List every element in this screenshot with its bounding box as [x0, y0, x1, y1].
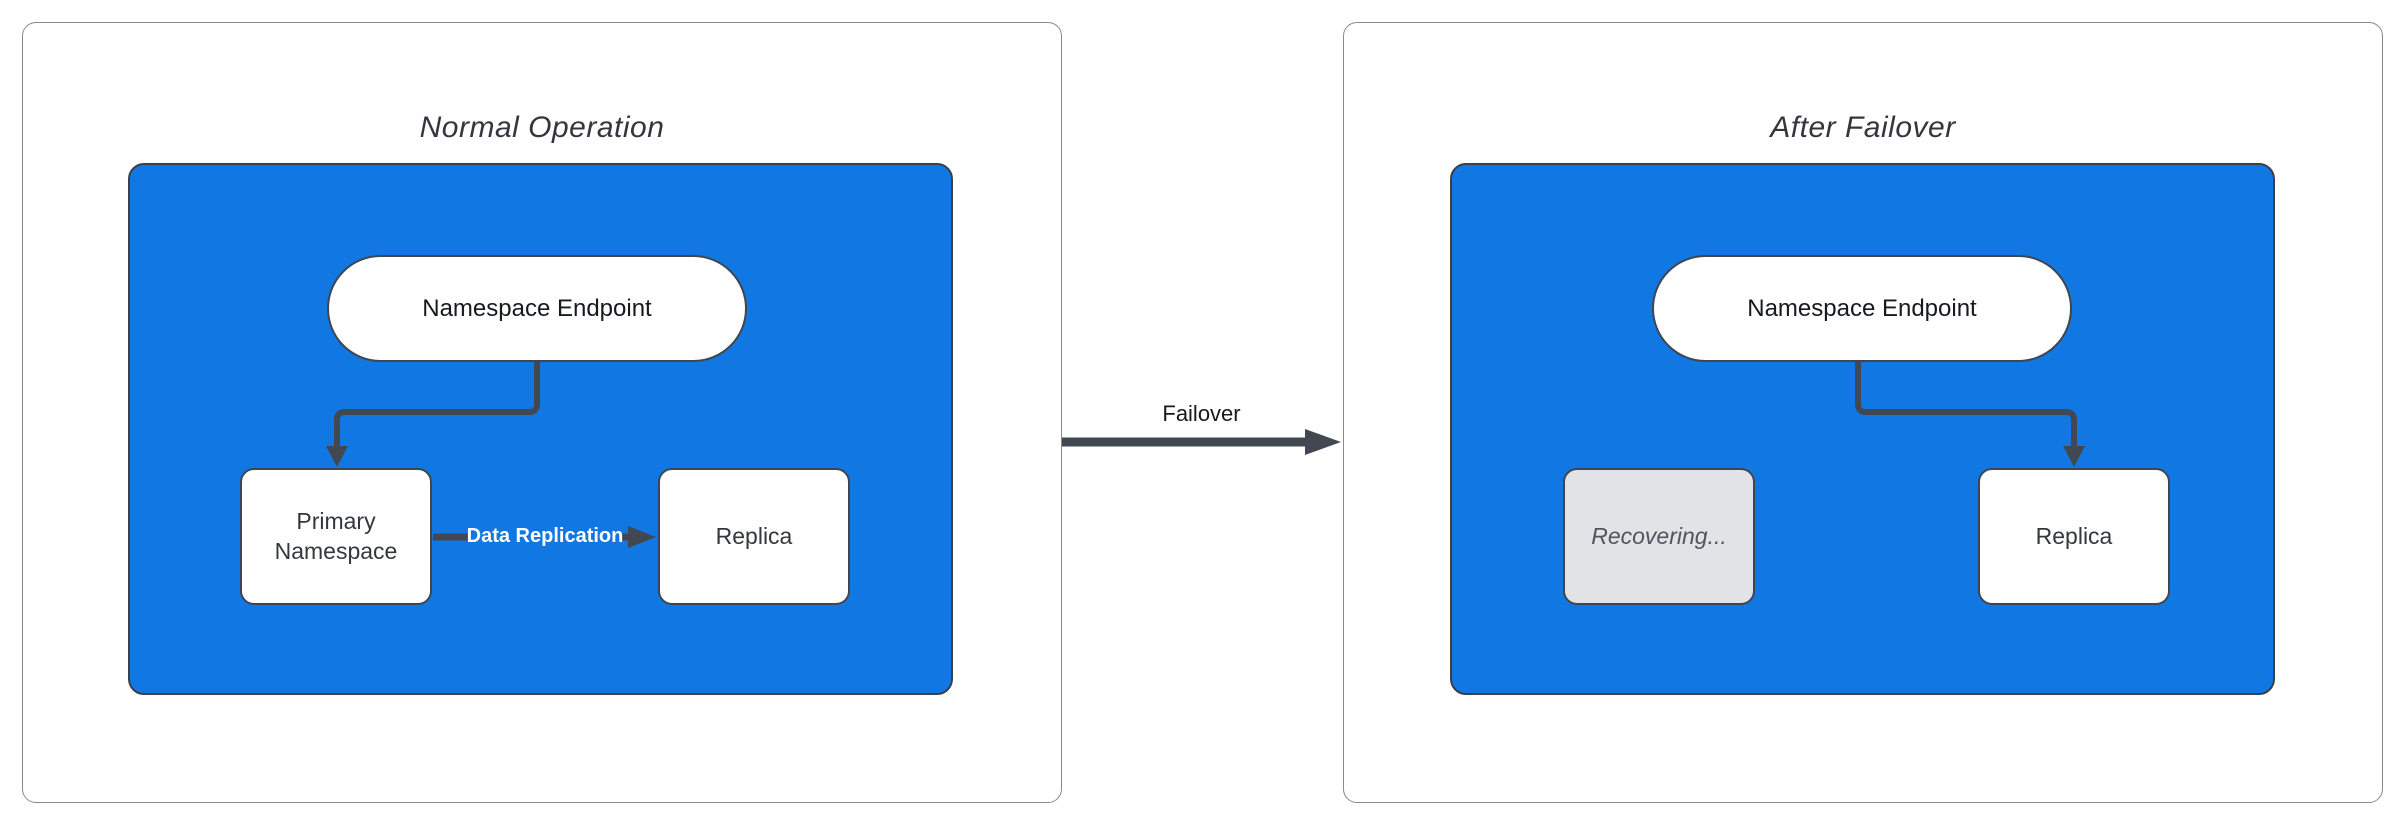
- replication-edge-label: Data Replication: [466, 525, 624, 547]
- panel-title: After Failover: [1770, 111, 1956, 144]
- replica-label: Replica: [715, 522, 793, 549]
- recovering-node: Recovering...: [1563, 468, 1755, 605]
- replica-label: Replica: [2035, 522, 2113, 549]
- namespace-endpoint-label: Namespace Endpoint: [422, 294, 652, 322]
- failover-arrowhead: [1305, 429, 1341, 455]
- recovering-label: Recovering...: [1591, 522, 1727, 549]
- cluster-box: [1450, 163, 2275, 695]
- replica-node: Replica: [658, 468, 850, 605]
- namespace-endpoint-node: Namespace Endpoint: [327, 255, 747, 362]
- namespace-endpoint-label: Namespace Endpoint: [1747, 294, 1977, 322]
- primary-namespace-label: Primary Namespace: [274, 507, 398, 564]
- panel-title: Normal Operation: [419, 111, 665, 144]
- primary-namespace-node: Primary Namespace: [240, 468, 432, 605]
- cluster-box: [128, 163, 953, 695]
- replica-node: Replica: [1978, 468, 2170, 605]
- failover-label: Failover: [1162, 401, 1241, 426]
- namespace-endpoint-node: Namespace Endpoint: [1652, 255, 2072, 362]
